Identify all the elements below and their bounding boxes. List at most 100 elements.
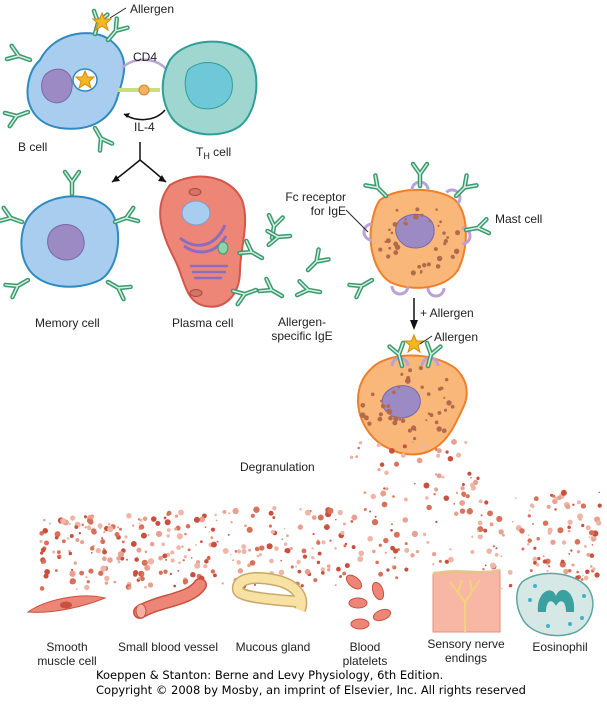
target-mucous-gland: [231, 572, 308, 613]
granule: [121, 540, 125, 544]
granule: [437, 224, 440, 227]
granule: [182, 559, 185, 562]
granule: [70, 515, 76, 521]
granule: [68, 522, 71, 525]
granule: [378, 571, 384, 577]
label-plus-allergen: + Allergen: [420, 306, 474, 320]
granule: [349, 455, 354, 460]
granule: [429, 413, 434, 418]
granule: [285, 548, 291, 554]
granule: [170, 550, 175, 555]
granule: [269, 558, 274, 564]
granule: [194, 562, 201, 569]
granule: [256, 554, 259, 558]
granule: [413, 482, 416, 485]
granule: [410, 270, 416, 276]
granule: [393, 531, 400, 538]
granule: [380, 490, 387, 497]
granule: [329, 539, 332, 542]
granule: [351, 545, 356, 550]
granule: [392, 548, 399, 554]
granule: [391, 565, 395, 568]
granule: [236, 560, 241, 565]
granule: [213, 573, 217, 578]
granule: [571, 563, 575, 567]
granule: [259, 545, 265, 551]
granule: [311, 547, 314, 550]
granule: [161, 542, 166, 547]
granule: [126, 513, 132, 519]
granule: [70, 568, 74, 571]
granule: [139, 518, 143, 522]
granule: [453, 248, 460, 255]
granule: [85, 576, 88, 579]
granule: [413, 214, 419, 220]
granule: [83, 515, 88, 519]
granule: [568, 552, 571, 555]
granule: [296, 559, 301, 565]
granule: [375, 560, 379, 565]
granule: [420, 385, 424, 389]
granule: [434, 487, 439, 492]
granule: [295, 565, 298, 568]
granule: [377, 416, 383, 422]
granule: [380, 403, 386, 409]
granule: [471, 535, 474, 538]
granule: [559, 561, 566, 568]
granule: [402, 517, 409, 523]
granule: [444, 559, 449, 564]
granule: [597, 503, 602, 508]
label-degranulation: Degranulation: [240, 460, 315, 474]
granule: [43, 518, 46, 522]
granule: [581, 523, 585, 528]
granule: [577, 500, 581, 505]
granule: [54, 531, 61, 538]
granule: [533, 546, 537, 550]
granule: [447, 455, 454, 462]
label-mast-cell: Mast cell: [495, 212, 543, 226]
granule: [572, 503, 575, 506]
granule: [436, 473, 442, 479]
granule: [57, 556, 60, 560]
granule: [574, 539, 581, 545]
granule: [594, 572, 600, 578]
granule: [139, 576, 145, 582]
granule: [452, 255, 455, 259]
granule: [302, 554, 308, 559]
granule: [453, 511, 459, 517]
granule: [418, 365, 423, 371]
granule: [386, 568, 390, 572]
granule: [222, 510, 227, 514]
granule: [339, 575, 342, 578]
granule: [228, 512, 231, 515]
granule: [140, 532, 147, 539]
granule: [147, 582, 154, 588]
granule: [141, 559, 148, 566]
granule: [363, 415, 369, 421]
granule: [434, 420, 439, 425]
granule: [73, 561, 77, 565]
granule: [511, 520, 514, 523]
granule: [44, 569, 51, 575]
target-label-line1: Small blood vessel: [117, 640, 219, 654]
granule: [439, 220, 443, 224]
granule: [552, 494, 556, 498]
granule: [182, 578, 189, 584]
granule: [425, 419, 428, 422]
label-cd4: CD4: [133, 50, 158, 64]
granule: [363, 508, 367, 511]
granule: [589, 553, 595, 558]
fc-line1: Fc receptor: [285, 190, 346, 204]
granule: [529, 569, 533, 573]
granule: [542, 520, 549, 526]
granule: [355, 455, 359, 459]
granule: [184, 532, 187, 536]
granule: [90, 528, 97, 534]
granule: [185, 524, 191, 529]
granule: [372, 549, 376, 554]
granule: [433, 247, 438, 252]
target-label-line2: muscle cell: [37, 654, 97, 668]
granule: [131, 524, 135, 527]
granule: [588, 529, 595, 536]
granule: [390, 231, 394, 235]
